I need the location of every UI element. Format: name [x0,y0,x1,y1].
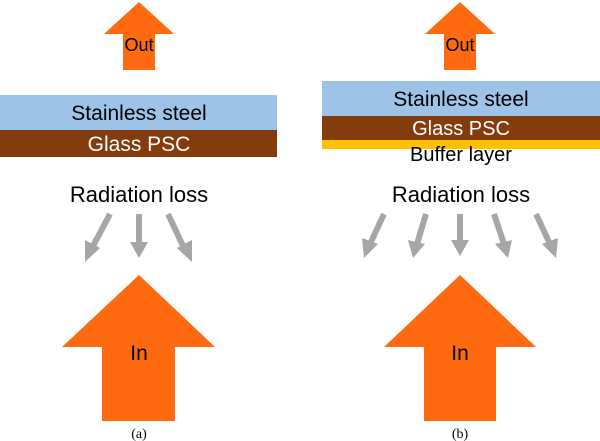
in-label-a: In [130,342,148,365]
caption-a: (a) [131,427,147,441]
buffer-layer-label-b: Buffer layer [410,144,512,166]
stainless-steel-layer-a [0,95,277,130]
out-arrow-a [104,2,174,70]
glass-psc-layer-a [0,130,277,157]
out-label-b: Out [445,35,474,55]
loss-arrow-b-4 [491,213,512,258]
loss-arrow-a-2 [130,214,148,258]
radiation-loss-label-a: Radiation loss [70,182,208,207]
glass-psc-label-a: Glass PSC [88,133,191,156]
loss-arrow-b-5 [533,212,558,258]
out-arrow-b [425,2,495,70]
panel-a: Out Stainless steel Glass PSC Radiation … [0,2,277,441]
stainless-steel-layer-b [322,81,600,116]
loss-arrow-a-3 [165,212,192,262]
stainless-steel-label-a: Stainless steel [71,102,206,125]
in-arrow-b [384,275,536,421]
glass-psc-layer-b [322,116,600,140]
loss-arrow-b-1 [362,212,387,258]
stainless-steel-label-b: Stainless steel [393,88,528,111]
out-label-a: Out [124,35,153,55]
caption-b: (b) [452,427,469,441]
in-arrow-a [62,275,215,421]
loss-arrow-b-3 [451,214,469,256]
loss-arrow-b-2 [408,213,429,258]
loss-arrow-a-1 [85,212,113,262]
panel-b: Out Stainless steel Glass PSC Buffer lay… [322,2,600,441]
buffer-layer-b [322,140,600,149]
radiation-loss-label-b: Radiation loss [392,182,530,207]
in-label-b: In [451,342,469,365]
glass-psc-label-b: Glass PSC [412,118,510,140]
